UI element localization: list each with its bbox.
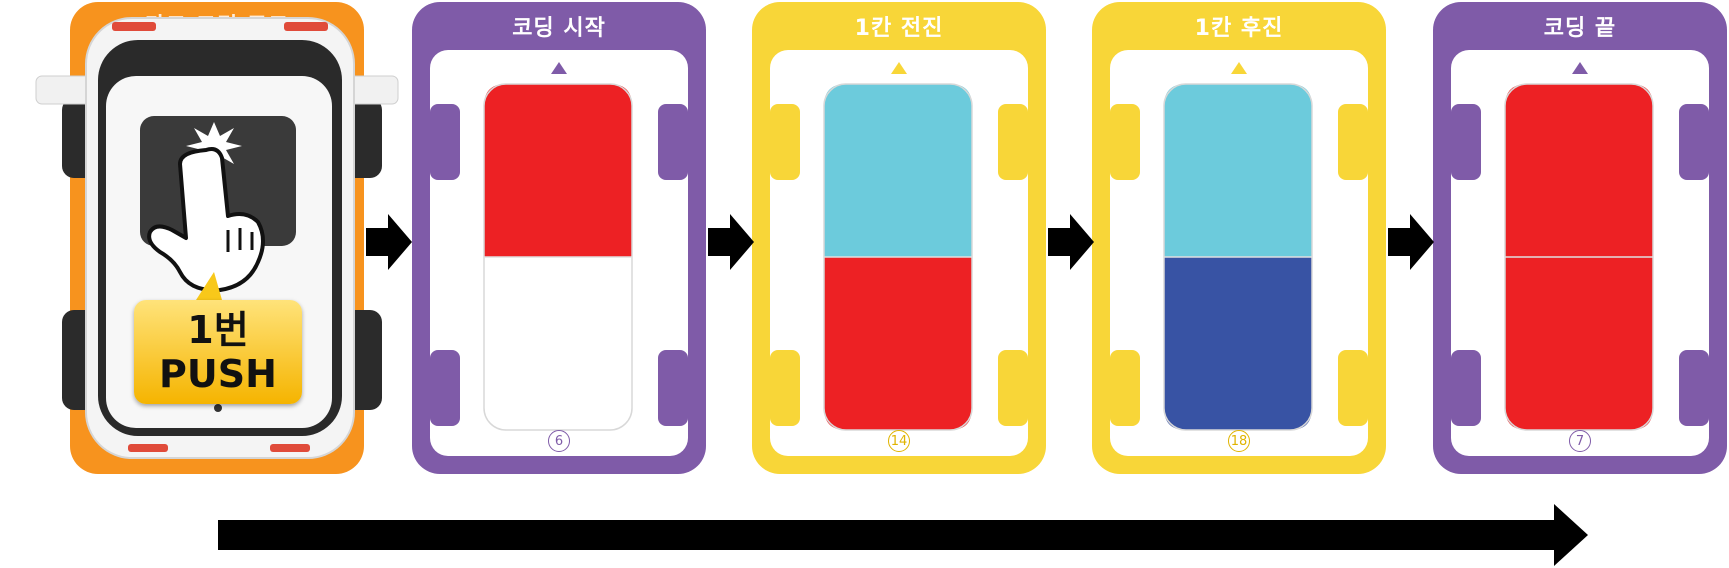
arrow-right-icon: [1048, 214, 1094, 270]
card-frame: [1433, 2, 1727, 474]
frame-tab-right: [1338, 350, 1368, 426]
sequence-direction-arrow: [218, 504, 1588, 566]
push-line1: 1번: [187, 308, 249, 352]
car-illustration: [35, 17, 399, 459]
color-block-top: [484, 84, 632, 257]
card-title: 1칸 후진: [1194, 16, 1284, 41]
card-number: 6: [548, 430, 570, 452]
color-block-bottom: [824, 257, 972, 430]
frame-tab-right: [998, 104, 1028, 180]
frame-tab-right: [1679, 350, 1709, 426]
color-block-top: [824, 84, 972, 257]
arrow-right-icon: [708, 214, 754, 270]
arrow-right-icon: [1388, 214, 1434, 270]
card-frame: [752, 2, 1046, 474]
frame-tab-right: [658, 350, 688, 426]
color-block-top: [1505, 84, 1653, 257]
frame-tab-right: [658, 104, 688, 180]
card-number: 14: [888, 430, 910, 452]
direction-triangle: [1572, 62, 1588, 74]
frame-tab-left: [770, 104, 800, 180]
direction-triangle: [891, 62, 907, 74]
color-block-bottom: [1164, 257, 1312, 430]
color-block-bottom: [484, 257, 632, 430]
card-title: 코딩 시작: [512, 16, 606, 41]
color-block-top: [1164, 84, 1312, 257]
direction-triangle: [551, 62, 567, 74]
frame-tab-left: [1110, 104, 1140, 180]
frame-tab-right: [1679, 104, 1709, 180]
card-coding-end: 코딩 끝 7: [1433, 2, 1727, 474]
card-backward: 1칸 후진 18: [1092, 2, 1386, 474]
card-coding-start: 코딩 시작 6: [412, 2, 706, 474]
color-block-bottom: [1505, 257, 1653, 430]
card-forward: 1칸 전진 14: [752, 2, 1046, 474]
frame-tab-right: [1338, 104, 1368, 180]
card-number: 18: [1228, 430, 1250, 452]
frame-tab-left: [770, 350, 800, 426]
push-line2: PUSH: [159, 352, 277, 396]
card-title: 1칸 전진: [854, 16, 944, 41]
push-instruction-box: 1번 PUSH: [134, 300, 302, 404]
frame-tab-right: [998, 350, 1028, 426]
frame-tab-left: [1451, 350, 1481, 426]
card-frame: [1092, 2, 1386, 474]
card-title: 코딩 끝: [1543, 16, 1617, 41]
frame-tab-left: [1451, 104, 1481, 180]
direction-triangle: [1231, 62, 1247, 74]
frame-tab-left: [430, 104, 460, 180]
frame-tab-left: [430, 350, 460, 426]
arrow-right-icon: [366, 214, 412, 270]
card-frame: [412, 2, 706, 474]
card-number: 7: [1569, 430, 1591, 452]
frame-tab-left: [1110, 350, 1140, 426]
